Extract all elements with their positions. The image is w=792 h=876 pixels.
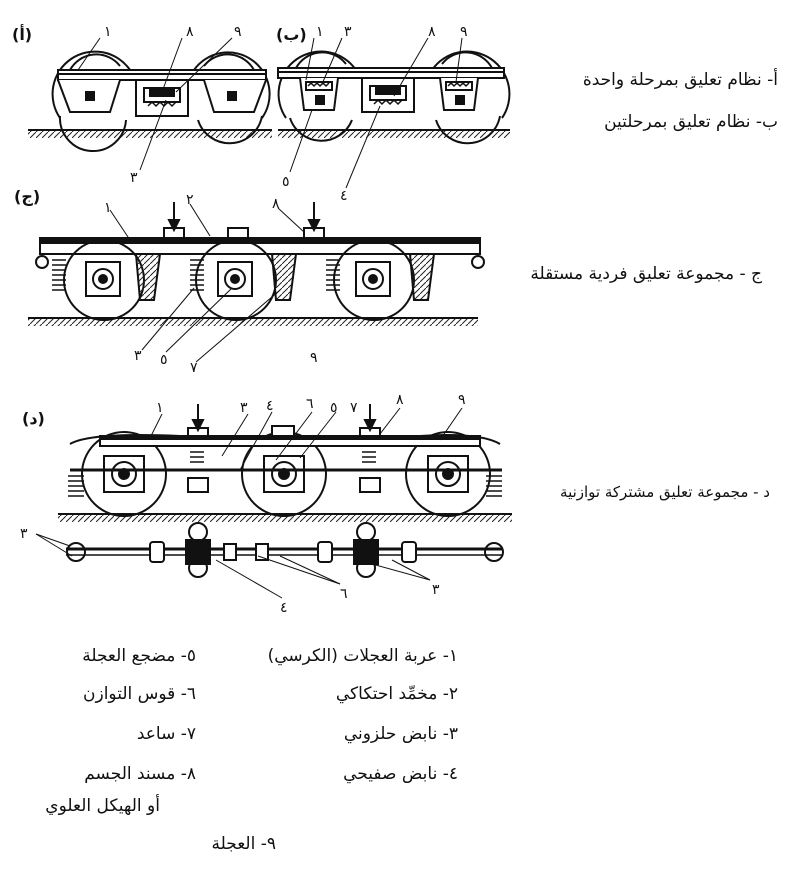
callout-number: ٦ <box>306 396 314 412</box>
callout-number: ٥ <box>330 400 338 416</box>
legend-item-8-continued: أو الهيكل العلوي <box>45 796 160 816</box>
callout-number: ٨ <box>186 24 194 40</box>
panel-c-tag: (ج) <box>14 187 40 206</box>
legend-item-5: ٥- مضجع العجلة <box>82 646 196 666</box>
callout-number: ٨ <box>428 24 436 40</box>
callout-number: ٨ <box>272 196 280 212</box>
caption-panel-b: ب- نظام تعليق بمرحلتين <box>604 112 778 132</box>
callout-number: ٤ <box>340 188 348 204</box>
caption-panel-d: د - مجموعة تعليق مشتركة توازنية <box>560 483 770 501</box>
panel-c-labels: (ج) ١ ٢ ٨ ٣ ٥ ٧ ٩ <box>14 187 318 376</box>
panel-b-tag: (ب) <box>276 25 307 44</box>
panel-d-tag: (د) <box>22 409 45 428</box>
callout-number: ٩ <box>310 350 318 366</box>
legend-item-3: ٣- نابض حلزوني <box>343 724 458 744</box>
callout-number: ٢ <box>186 192 194 208</box>
panel-d-drawing <box>35 404 512 599</box>
callout-number: ٥ <box>282 174 290 190</box>
panel-a-labels: (أ) ١ ٨ ٩ ٣ <box>12 24 242 186</box>
callout-number: ٧ <box>350 400 358 416</box>
caption-panel-c: ج - مجموعة تعليق فردية مستقلة <box>530 264 762 284</box>
callout-number: ١ <box>156 400 164 416</box>
panel-a-tag: (أ) <box>12 24 32 44</box>
callout-number: ٣ <box>20 526 28 542</box>
callout-number: ٣ <box>344 24 352 40</box>
callout-number: ٤ <box>280 600 288 616</box>
callout-number: ١ <box>104 24 112 40</box>
panel-a-drawing <box>28 37 272 171</box>
callout-number: ٨ <box>396 392 404 408</box>
callout-number: ٩ <box>460 24 468 40</box>
callout-number: ٣ <box>134 348 142 364</box>
callout-number: ٩ <box>234 24 242 40</box>
legend-item-1: ١- عربة العجلات (الكرسي) <box>267 646 458 666</box>
callout-number: ٦ <box>340 586 348 602</box>
callout-number: ٤ <box>266 398 274 414</box>
callout-number: ٣ <box>432 582 440 598</box>
callout-number: ١ <box>316 24 324 40</box>
callout-number: ٣ <box>240 400 248 416</box>
legend-item-7: ٧- ساعد <box>136 724 196 744</box>
callout-number: ٣ <box>130 170 138 186</box>
panel-b-drawing <box>277 37 511 189</box>
callout-number: ٧ <box>190 360 198 376</box>
legend-item-9: ٩- العجلة <box>211 834 277 854</box>
callout-number: ٥ <box>160 352 168 368</box>
panel-c-drawing <box>28 202 485 363</box>
legend-item-4: ٤- نابض صفيحي <box>343 764 458 784</box>
legend-item-2: ٢- مخمِّد احتكاكي <box>335 684 458 704</box>
legend-item-8: ٨- مسند الجسم <box>84 764 196 784</box>
callout-number: ١ <box>104 200 112 216</box>
panel-d-labels: (د) ١ ٣ ٤ ٦ ٥ ٧ ٨ ٩ ٣ ٤ ٦ ٣ <box>20 392 466 616</box>
legend-item-6: ٦- قوس التوازن <box>83 684 196 704</box>
callout-number: ٩ <box>458 392 466 408</box>
panel-b-labels: (ب) ١ ٣ ٨ ٩ ٥ ٤ <box>276 24 468 204</box>
caption-panel-a: أ- نظام تعليق بمرحلة واحدة <box>582 70 778 90</box>
